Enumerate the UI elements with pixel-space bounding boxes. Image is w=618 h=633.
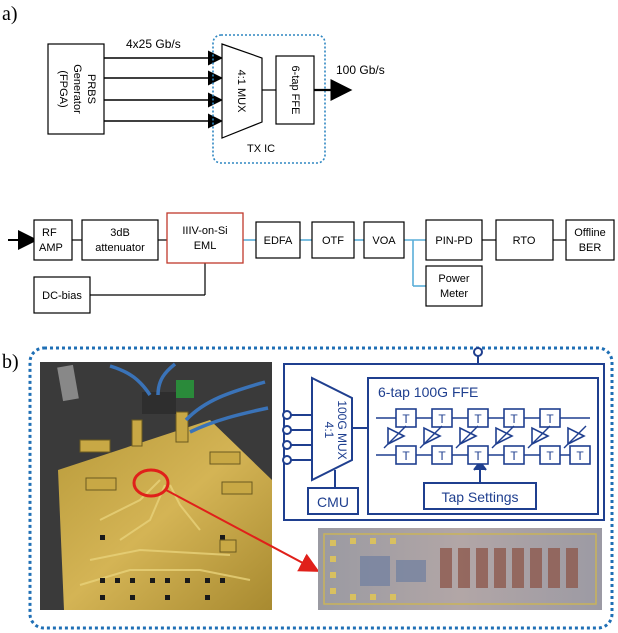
prbs-line-3: (FPGA) bbox=[57, 70, 69, 107]
ffe-label: 6-tap FFE bbox=[289, 66, 301, 115]
tap-delay-bottom-2: T bbox=[431, 445, 453, 465]
prbs-generator-block: PRBS Generator (FPGA) bbox=[47, 43, 105, 135]
tap-delay-top-5: T bbox=[539, 408, 561, 428]
tap-amplifier-3 bbox=[455, 425, 479, 449]
tap-amplifier-4 bbox=[491, 425, 515, 449]
eml-line-2: EML bbox=[194, 240, 217, 252]
tap-delay-top-1: T bbox=[395, 408, 417, 428]
tap-delay-bottom-3: T bbox=[467, 445, 489, 465]
ffe-block: 6-tap FFE bbox=[275, 55, 315, 125]
prbs-line-2: Generator bbox=[71, 64, 83, 114]
otf-label: OTF bbox=[322, 235, 344, 247]
svg-text:T: T bbox=[438, 412, 446, 426]
tap-delay-bottom-1: T bbox=[395, 445, 417, 465]
fiber-links bbox=[243, 239, 426, 287]
pin-pd-label: PIN-PD bbox=[435, 235, 472, 247]
svg-text:T: T bbox=[402, 412, 410, 426]
tap-delay-bottom-5: T bbox=[539, 445, 561, 465]
input-lanes bbox=[104, 50, 223, 129]
panel-b-frame bbox=[28, 346, 614, 630]
svg-text:T: T bbox=[510, 412, 518, 426]
input-rate-label: 4x25 Gb/s bbox=[126, 37, 181, 51]
offline-ber-line-2: BER bbox=[579, 242, 602, 254]
svg-text:T: T bbox=[546, 412, 554, 426]
mux-label: 4:1 MUX bbox=[235, 70, 247, 113]
panel-a-label: a) bbox=[2, 3, 18, 25]
edfa-block: EDFA bbox=[255, 221, 301, 259]
tap-amplifiers bbox=[383, 425, 587, 449]
tap-delay-bottom-6: T bbox=[569, 445, 591, 465]
pin-pd-block: PIN-PD bbox=[425, 219, 483, 261]
circuit-mux-line-2: 100G MUX bbox=[335, 400, 349, 459]
offline-ber-block: Offline BER bbox=[565, 219, 615, 261]
voa-label: VOA bbox=[372, 235, 396, 247]
chip-highlight-circle bbox=[132, 468, 170, 498]
svg-text:T: T bbox=[474, 449, 482, 463]
rto-label: RTO bbox=[513, 235, 536, 247]
mux-block: 4:1 MUX bbox=[221, 43, 263, 139]
rf-amp-line-2: AMP bbox=[39, 242, 63, 254]
offline-ber-line-1: Offline bbox=[574, 227, 606, 239]
attenuator-line-2: attenuator bbox=[95, 242, 145, 254]
ffe-title: 6-tap 100G FFE bbox=[378, 384, 478, 400]
tap-settings-label: Tap Settings bbox=[441, 489, 518, 505]
tap-delay-top-2: T bbox=[431, 408, 453, 428]
tap-delay-bottom-4: T bbox=[503, 445, 525, 465]
tap-delay-top-3: T bbox=[467, 408, 489, 428]
tx-ic-boundary bbox=[212, 34, 326, 164]
cmu-label: CMU bbox=[317, 494, 349, 510]
tap-amplifier-1 bbox=[383, 425, 407, 449]
power-meter-line-1: Power bbox=[438, 273, 470, 285]
tx-ic-label: TX IC bbox=[247, 143, 275, 155]
circuit-mux-line-1: 4:1 bbox=[322, 422, 336, 439]
edfa-label: EDFA bbox=[264, 235, 293, 247]
svg-text:T: T bbox=[510, 449, 518, 463]
attenuator-block: 3dB attenuator bbox=[81, 219, 159, 261]
eml-line-1: IIIV-on-Si bbox=[182, 225, 227, 237]
tap-amplifier-6 bbox=[563, 425, 587, 449]
panel-b-label: b) bbox=[2, 351, 19, 373]
svg-text:T: T bbox=[576, 449, 584, 463]
tap-amplifier-5 bbox=[527, 425, 551, 449]
pcb-photo bbox=[40, 362, 272, 610]
rf-amp-block: RF AMP bbox=[33, 219, 73, 261]
zoom-arrow bbox=[165, 489, 320, 572]
chain-electrical-links bbox=[72, 239, 206, 296]
attenuator-line-1: 3dB bbox=[110, 227, 130, 239]
rto-block: RTO bbox=[495, 219, 554, 261]
svg-text:T: T bbox=[402, 449, 410, 463]
prbs-line-1: PRBS bbox=[85, 74, 97, 104]
dc-bias-block: DC-bias bbox=[33, 276, 91, 314]
voa-block: VOA bbox=[363, 221, 405, 259]
dc-bias-label: DC-bias bbox=[42, 290, 82, 302]
rf-amp-line-1: RF bbox=[42, 227, 57, 239]
eml-block: IIIV-on-Si EML bbox=[166, 212, 244, 264]
power-meter-block: Power Meter bbox=[425, 265, 483, 307]
tap-delay-top-4: T bbox=[503, 408, 525, 428]
svg-text:T: T bbox=[474, 412, 482, 426]
power-meter-line-2: Meter bbox=[440, 288, 468, 300]
svg-text:T: T bbox=[546, 449, 554, 463]
svg-text:T: T bbox=[438, 449, 446, 463]
otf-block: OTF bbox=[311, 221, 355, 259]
output-rate-label: 100 Gb/s bbox=[336, 63, 385, 77]
chip-micrograph bbox=[318, 528, 602, 610]
tap-amplifier-2 bbox=[419, 425, 443, 449]
